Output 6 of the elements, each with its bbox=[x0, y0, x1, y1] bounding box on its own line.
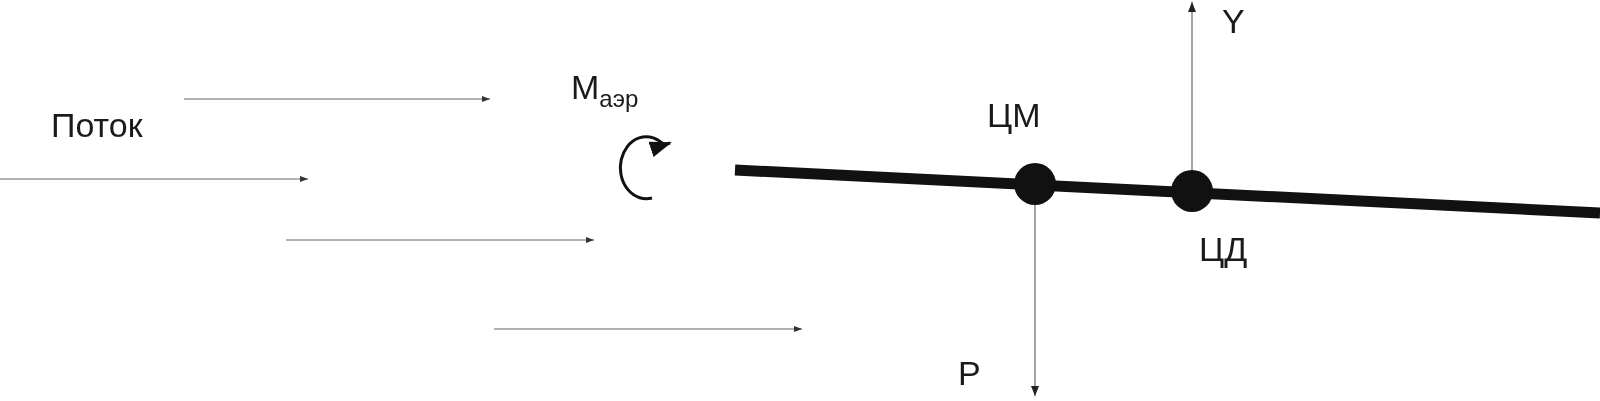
point-label: ЦМ bbox=[987, 98, 1041, 132]
force-label: P bbox=[958, 356, 981, 390]
point-label: ЦД bbox=[1199, 232, 1248, 266]
flow-label: Поток bbox=[51, 108, 143, 142]
force-label: Y bbox=[1222, 4, 1245, 38]
moment-label: M$_{аэр}$ bbox=[571, 70, 639, 111]
